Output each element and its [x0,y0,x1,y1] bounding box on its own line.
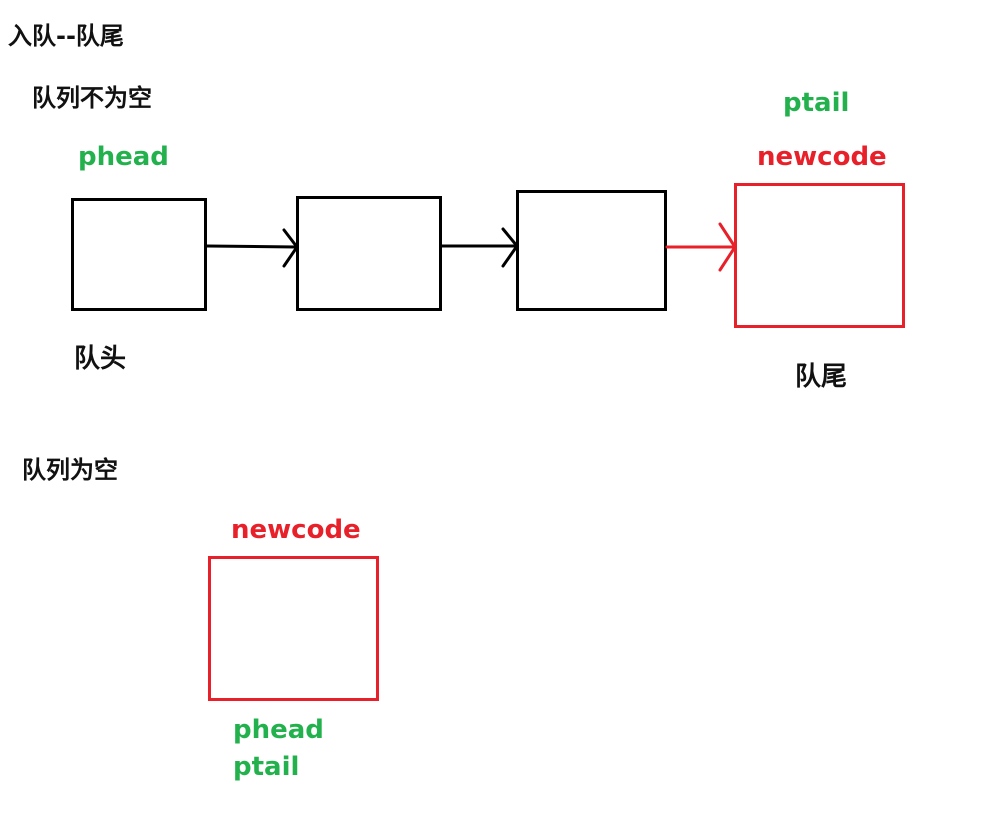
queue-node-2 [296,196,442,311]
arrow-node3-newnode [665,222,737,272]
queue-head-label: 队头 [74,344,127,374]
new-node [734,183,905,328]
phead-label: phead [78,142,169,172]
empty-ptail-label: ptail [233,752,300,782]
newcode-label: newcode [757,142,887,172]
empty-phead-label: phead [233,715,324,745]
ptail-label: ptail [783,88,850,118]
queue-node-3 [516,190,667,311]
page-title: 入队--队尾 [8,22,124,50]
arrow-node2-node3 [440,227,519,268]
nonempty-heading: 队列不为空 [32,84,152,112]
queue-node-1 [71,198,207,311]
empty-heading: 队列为空 [22,456,118,484]
arrow-node1-node2 [205,228,299,268]
empty-new-node [208,556,379,701]
queue-tail-label: 队尾 [795,362,848,392]
empty-newcode-label: newcode [231,515,361,545]
